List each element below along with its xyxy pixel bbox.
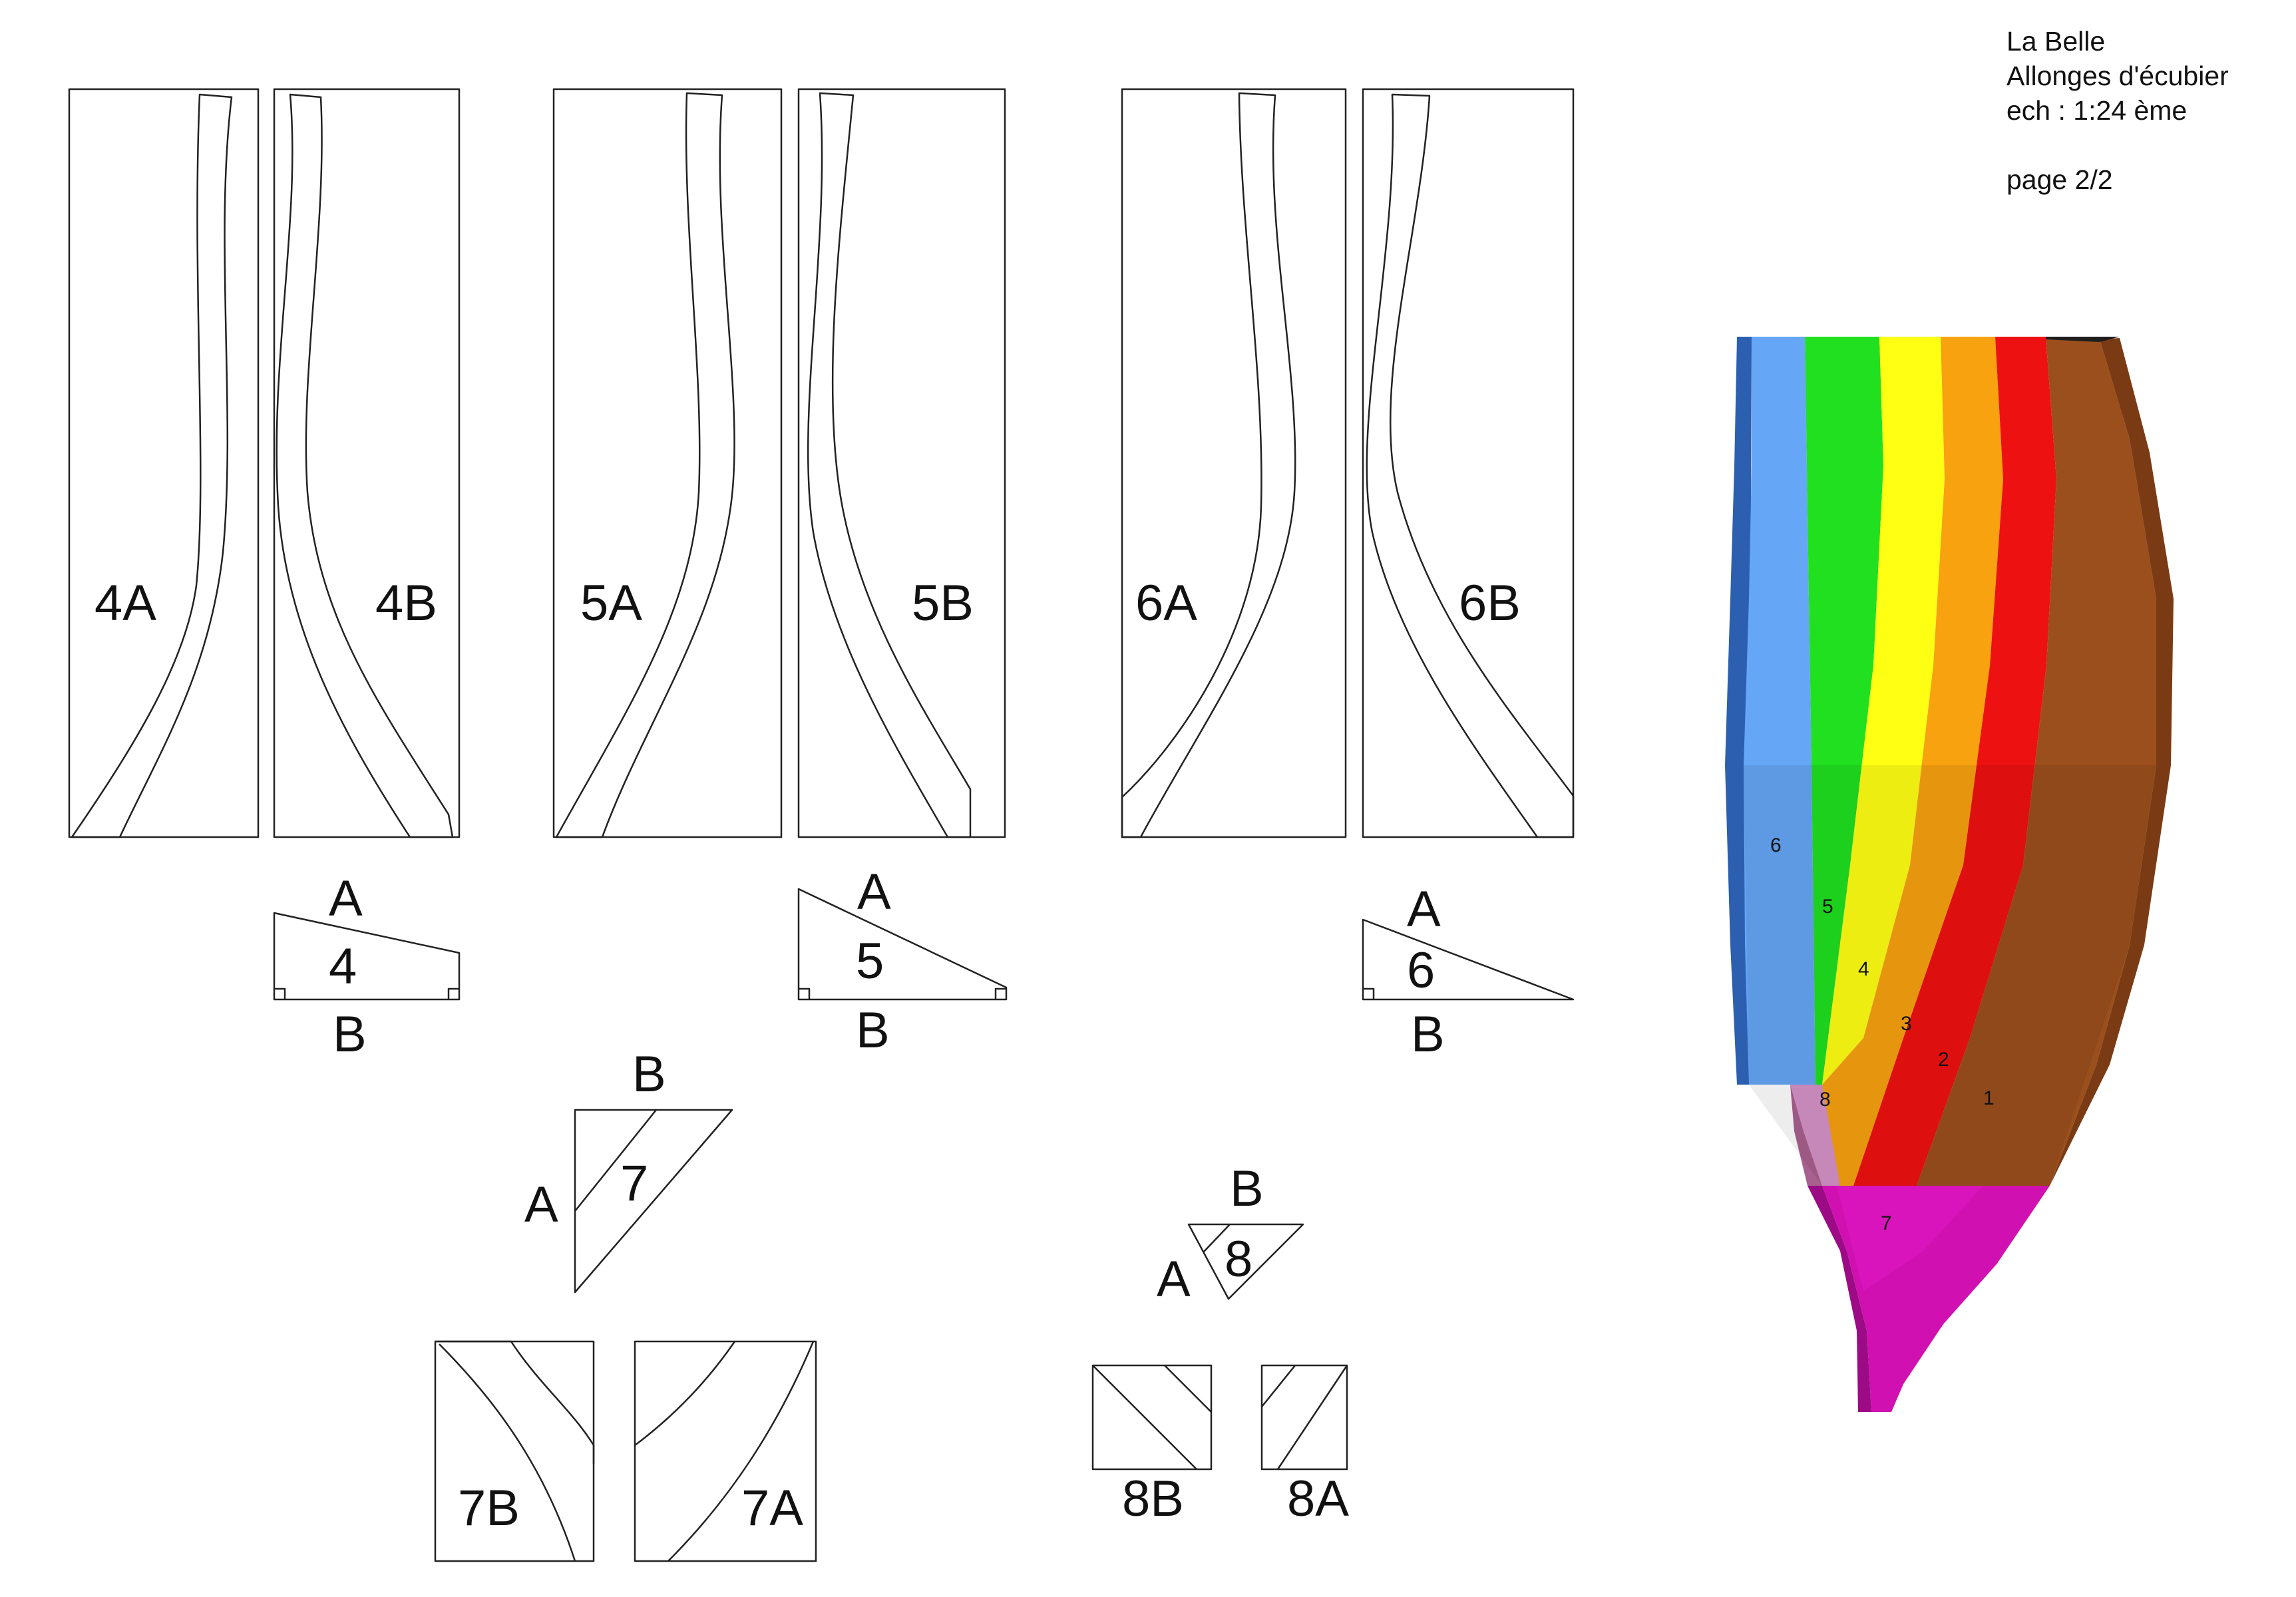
template-4A-label: 4A [95,575,156,631]
section-7-cut-line [574,1109,657,1212]
section-5-number: 5 [856,933,884,989]
template-5A-timber [555,92,735,838]
piece-2 [1853,337,2056,1186]
section-7-shape [574,1109,733,1294]
section-6-bottom-label: B [1411,1006,1445,1063]
template-4A: 4A [68,88,260,838]
template-8A-timber [1261,1365,1348,1470]
section-5-bottom-label: B [856,1002,890,1059]
piece-7-label: 7 [1881,1212,1892,1234]
piece-4 [1822,337,1945,1085]
piece-1-label: 1 [1983,1087,1995,1109]
template-6B: 6B [1362,88,1575,838]
template-4A-timber [71,93,233,838]
piece-5-label: 5 [1822,896,1833,918]
title-scale: ech : 1:24 ème [2007,95,2188,126]
template-7A: 7A [634,1340,817,1562]
template-8B-frame [1091,1364,1213,1471]
template-5A-frame [552,88,783,838]
template-8B: 8B [1091,1364,1213,1527]
template-7A-label: 7A [741,1480,803,1536]
piece-8 [1790,1085,1840,1186]
template-8A-label: 8A [1287,1471,1349,1527]
section-8-top-label: B [1230,1160,1264,1217]
section-8-shape [1187,1223,1304,1300]
template-6A-frame [1121,88,1347,838]
section-5: A 5 B [797,864,1008,1059]
section-6-shape [1362,918,1575,1001]
template-6B-label: 6B [1459,575,1521,631]
section-7-top-label: B [632,1046,666,1103]
section-6-corner-mark-left [1363,987,1375,999]
template-6A-label: 6A [1135,575,1197,631]
template-6A: 6A [1121,88,1347,838]
template-5B: 5B [797,88,1006,838]
piece-1-shadow [2050,338,2174,1186]
lower-shading [1744,765,2156,1186]
template-4B-timber [276,93,454,838]
section-5-shape [797,888,1008,1001]
section-8-cut-line [1203,1224,1231,1253]
piece-7-highlight [1837,1186,1983,1291]
title-part-name: Allonges d'écubier [2007,61,2229,91]
assembly-view: 6 5 4 3 2 1 8 7 [1725,337,2174,1412]
template-5A: 5A [552,88,783,838]
template-7B-timber [435,1340,595,1562]
template-6B-frame [1362,88,1575,838]
piece-4-label: 4 [1858,958,1869,980]
template-4B-frame [273,88,461,838]
template-6A-timber [1121,92,1296,838]
piece-8-shadow [1790,1085,1822,1186]
title-page-number: page 2/2 [2007,164,2113,195]
template-7A-frame [634,1340,817,1562]
section-6-top-label: A [1407,881,1441,938]
template-4A-frame [68,88,260,838]
piece-6 [1744,337,1816,1085]
title-block: La Belle Allonges d'écubier ech : 1:24 è… [2007,24,2286,197]
template-5B-frame [797,88,1006,838]
section-7: B 7 A [524,1046,733,1294]
template-5B-timber [807,92,972,838]
template-8B-timber [1092,1365,1212,1470]
template-5A-label: 5A [580,575,642,631]
template-6B-timber [1366,93,1575,838]
template-7A-timber [634,1341,815,1562]
section-8: B 8 A [1157,1160,1304,1308]
section-5-top-label: A [857,864,891,920]
section-4-shape [273,912,461,1001]
section-4: A 4 B [273,870,461,1063]
template-8B-label: 8B [1122,1471,1184,1527]
template-7B-label: 7B [458,1480,520,1536]
template-8A: 8A [1260,1364,1349,1527]
section-4-top-label: A [329,870,363,927]
section-4-number: 4 [329,938,357,995]
section-4-corner-mark-left [274,987,286,999]
template-4B-label: 4B [375,575,437,631]
template-8A-frame [1260,1364,1348,1471]
piece-8-label: 8 [1819,1089,1831,1111]
template-4B: 4B [273,88,461,838]
section-5-corner-mark-right [994,987,1006,999]
section-7-number: 7 [620,1155,648,1212]
top-edge-shadow [2046,337,2120,342]
piece-3-label: 3 [1901,1013,1912,1035]
template-7B: 7B [434,1340,595,1562]
section-4-corner-mark-right [447,987,459,999]
piece-7-shadow [1808,1186,1871,1412]
piece-2-label: 2 [1938,1049,1949,1071]
piece-6-label: 6 [1770,834,1782,856]
section-4-bottom-label: B [333,1006,367,1063]
section-7-side-label: A [524,1176,558,1233]
section-8-side-label: A [1157,1251,1191,1308]
section-6-number: 6 [1407,942,1435,999]
piece-3 [1822,337,2003,1186]
template-5B-label: 5B [912,575,974,631]
piece-5 [1805,337,1883,1085]
piece-1 [1917,337,2156,1186]
section-6: A 6 B [1362,881,1575,1063]
section-8-number: 8 [1225,1231,1252,1288]
title-ship-name: La Belle [2007,26,2106,57]
section-5-corner-mark-left [799,987,811,999]
